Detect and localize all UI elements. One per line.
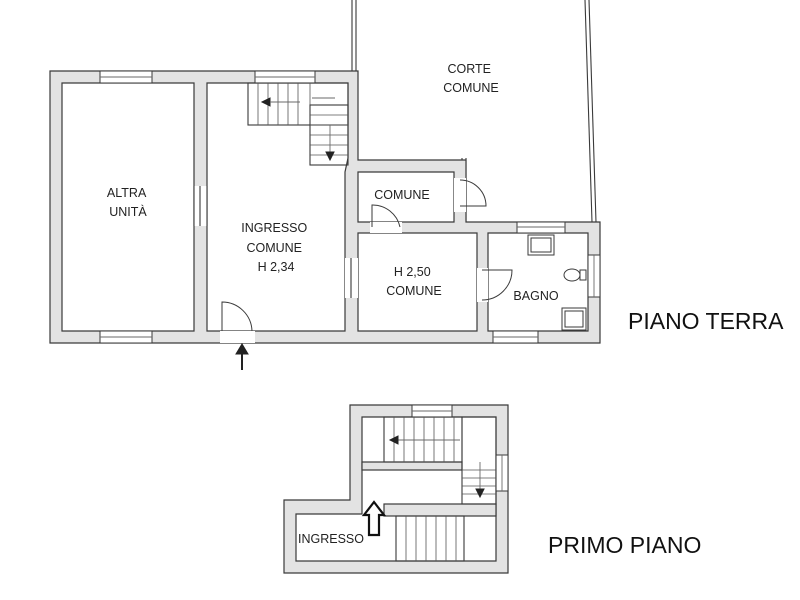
first-floor-stair (383, 416, 497, 562)
stair-up-arrow (361, 500, 387, 537)
ground-floor-walls (49, 70, 601, 344)
bathroom-fixtures (527, 234, 587, 331)
room-label-altra-unita: ALTRA UNITÀ (107, 186, 149, 219)
room-label-comune-small: COMUNE (374, 188, 430, 202)
ground-floor-doors (220, 178, 513, 343)
first-floor-plan: INGRESSO PRIMO PIANO (283, 404, 701, 574)
floor-title-primo-piano: PRIMO PIANO (548, 532, 701, 558)
ground-floor-plan: ALTRA UNITÀ INGRESSO COMUNE H 2,34 CORTE… (49, 0, 784, 370)
room-label-ingresso: INGRESSO (298, 532, 364, 546)
ground-floor-windows (99, 70, 601, 344)
room-label-bagno: BAGNO (513, 289, 558, 303)
room-label-comune-room: H 2,50 COMUNE (386, 265, 442, 298)
floor-title-piano-terra: PIANO TERRA (628, 308, 784, 334)
room-label-ingresso-comune: INGRESSO COMUNE H 2,34 (241, 221, 310, 274)
room-label-corte-comune: CORTE COMUNE (443, 62, 499, 95)
entrance-arrow (235, 343, 249, 370)
ground-floor-stair (247, 82, 349, 166)
